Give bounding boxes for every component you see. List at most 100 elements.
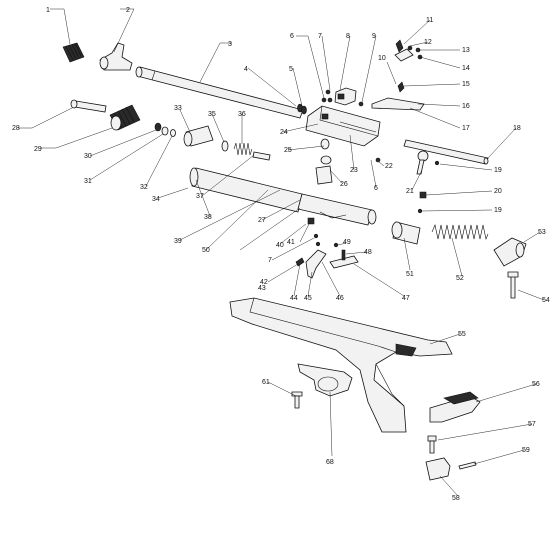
- callout-labels: 1 2 3 4 5 6 7 8 9 10 11 12 13 14 15 16 1…: [12, 7, 550, 502]
- callout-48: 48: [364, 249, 372, 256]
- callout-11: 11: [426, 17, 433, 24]
- callout-59: 59: [522, 447, 530, 454]
- part-trigger-group: [394, 39, 423, 93]
- callout-18: 18: [513, 125, 521, 132]
- callout-68: 68: [326, 459, 334, 466]
- callout-2: 2: [126, 7, 130, 14]
- callout-8: 8: [346, 33, 350, 40]
- part-tube: [189, 167, 303, 213]
- callout-56: 56: [532, 381, 540, 388]
- part-bolt: [70, 99, 107, 113]
- part-lower-frame: [297, 193, 377, 226]
- part-pin-49: [333, 242, 339, 248]
- callout-5: 5: [289, 66, 293, 73]
- callout-31: 31: [84, 178, 92, 185]
- part-pin-37: [252, 151, 271, 161]
- callout-3: 3: [228, 41, 232, 48]
- callout-43: 43: [258, 285, 266, 292]
- part-pin-22: [375, 157, 381, 163]
- part-pin-19: [417, 208, 423, 214]
- callout-6: 6: [290, 33, 294, 40]
- part-ring-25: [320, 155, 332, 165]
- part-screw-7: [325, 89, 331, 95]
- callout-34: 34: [152, 196, 160, 203]
- callout-47: 47: [402, 295, 410, 302]
- callout-10: 10: [378, 55, 386, 62]
- part-block-26: [315, 165, 333, 185]
- part-barrel: [135, 66, 304, 119]
- part-receiver: [305, 105, 381, 147]
- callout-46: 46: [336, 295, 344, 302]
- part-screw-6b: [327, 97, 333, 103]
- callout-29: 29: [34, 146, 42, 153]
- callout-13: 13: [462, 47, 470, 54]
- callout-26: 26: [340, 181, 348, 188]
- callout-17: 17: [462, 125, 470, 132]
- part-spring-36: [233, 142, 253, 156]
- part-rear-sight-block: [334, 87, 357, 106]
- part-nut-32: [170, 129, 176, 137]
- callout-23: 23: [350, 167, 358, 174]
- part-butt-pad: [429, 391, 481, 423]
- callout-40: 40: [276, 242, 284, 249]
- callout-36: 36: [238, 111, 246, 118]
- part-washer-31: [161, 126, 169, 136]
- part-plate-47: [329, 255, 359, 269]
- callout-38: 38: [204, 214, 212, 221]
- callout-61: 61: [262, 379, 270, 386]
- part-pin-19b: [434, 160, 440, 166]
- part-pin-7b: [313, 233, 319, 239]
- callout-9: 9: [372, 33, 376, 40]
- part-slide-plate: [371, 97, 425, 111]
- callout-19b: 19: [494, 207, 502, 214]
- part-sleeve-51: [391, 221, 421, 245]
- callout-44: 44: [290, 295, 298, 302]
- part-cylinder-33: [183, 125, 214, 147]
- part-long-rod: [403, 139, 489, 165]
- part-front-sight: [99, 42, 133, 71]
- callout-27: 27: [258, 217, 266, 224]
- callout-4: 4: [244, 66, 248, 73]
- part-screw-20: [419, 191, 427, 199]
- part-41: [307, 217, 315, 225]
- part-knurled-knob: [109, 104, 141, 131]
- callout-35: 35: [208, 111, 216, 118]
- part-end-cap: [493, 237, 527, 267]
- callout-24: 24: [280, 129, 288, 136]
- part-washer-30: [154, 122, 162, 132]
- callout-33: 33: [174, 105, 182, 112]
- leader-lines: [18, 8, 545, 497]
- callout-51: 51: [406, 271, 414, 278]
- callout-58: 58: [452, 495, 460, 502]
- callout-7: 7: [318, 33, 322, 40]
- callout-45: 45: [304, 295, 312, 302]
- callout-53: 53: [538, 229, 546, 236]
- callout-41: 41: [287, 239, 295, 246]
- callout-7b: 7: [268, 257, 272, 264]
- callout-20: 20: [494, 188, 502, 195]
- callout-14: 14: [462, 65, 470, 72]
- part-screw-9: [358, 101, 364, 107]
- part-stock: [229, 297, 453, 433]
- callout-30: 30: [84, 153, 92, 160]
- part-seal-35: [221, 140, 229, 152]
- callout-15: 15: [462, 81, 470, 88]
- part-block-58: [425, 457, 451, 481]
- callout-25: 25: [284, 147, 292, 154]
- callout-39: 39: [174, 238, 182, 245]
- callout-22: 22: [385, 163, 393, 170]
- callout-6b: 6: [374, 185, 378, 192]
- part-knurled-cap: [62, 42, 85, 63]
- part-pin-59: [458, 461, 477, 470]
- callout-16: 16: [462, 103, 470, 110]
- callout-19a: 19: [494, 167, 502, 174]
- callout-37: 37: [196, 193, 204, 200]
- part-main-spring: [431, 224, 489, 241]
- callout-21: 21: [406, 188, 414, 195]
- part-screw-57: [427, 435, 437, 454]
- callout-12: 12: [424, 39, 432, 46]
- callout-49: 49: [343, 239, 351, 246]
- part-screw-6a: [321, 97, 327, 103]
